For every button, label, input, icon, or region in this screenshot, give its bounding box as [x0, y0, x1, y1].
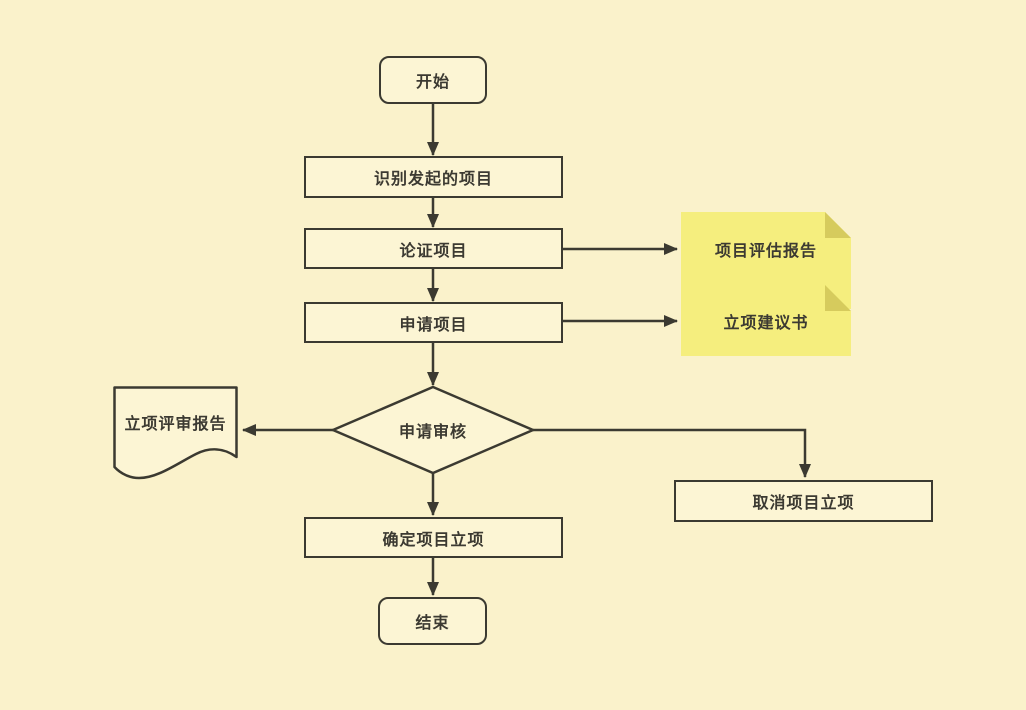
note-paper — [681, 285, 851, 356]
node-identify-project: 识别发起的项目 — [304, 156, 563, 198]
decision-diamond-shape — [329, 385, 537, 475]
node-start: 开始 — [379, 56, 487, 104]
note-label: 立项建议书 — [723, 315, 809, 332]
connector-review-cancel — [533, 428, 811, 478]
note-label: 项目评估报告 — [714, 243, 817, 260]
document-shape — [113, 386, 238, 480]
node-confirm-project: 确定项目立项 — [304, 517, 563, 558]
node-apply-project: 申请项目 — [304, 302, 563, 343]
node-cancel-project: 取消项目立项 — [674, 480, 933, 522]
note-project-proposal: 立项建议书 — [681, 285, 851, 356]
node-end: 结束 — [378, 597, 487, 645]
node-evaluate-project: 论证项目 — [304, 228, 563, 269]
